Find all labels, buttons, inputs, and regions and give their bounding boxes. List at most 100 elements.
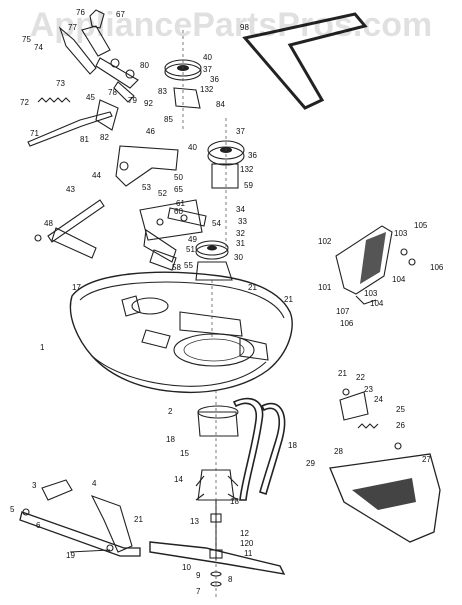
pulley-upper xyxy=(164,30,202,130)
label-34: 34 xyxy=(236,205,245,214)
label-77: 77 xyxy=(68,23,77,32)
label-11: 11 xyxy=(244,549,253,558)
label-37b: 37 xyxy=(236,127,245,136)
label-36b: 36 xyxy=(248,151,257,160)
label-45a: 45 xyxy=(86,93,95,102)
bracket-cluster xyxy=(139,199,207,271)
label-31: 31 xyxy=(236,239,245,248)
label-84: 84 xyxy=(216,100,225,109)
label-29: 29 xyxy=(306,459,315,468)
label-18a: 18 xyxy=(166,435,175,444)
label-78: 78 xyxy=(108,88,117,97)
label-12: 12 xyxy=(240,529,249,538)
label-40b: 40 xyxy=(188,143,197,152)
label-18c: 18 xyxy=(230,497,239,506)
label-3: 3 xyxy=(32,481,37,490)
label-98: 98 xyxy=(240,23,249,32)
label-83: 83 xyxy=(158,87,167,96)
shift-lever-assembly xyxy=(58,9,139,103)
spring-and-rod xyxy=(27,97,119,147)
label-21a: 21 xyxy=(248,283,257,292)
label-107: 107 xyxy=(336,307,350,316)
part-labels: 76 77 67 75 74 73 80 78 79 92 40 37 36 1… xyxy=(10,8,444,596)
label-33: 33 xyxy=(238,217,247,226)
label-25: 25 xyxy=(396,405,405,414)
label-19: 19 xyxy=(66,551,75,560)
label-15: 15 xyxy=(180,449,189,458)
label-65: 65 xyxy=(174,185,183,194)
label-80: 80 xyxy=(140,61,149,70)
label-43: 43 xyxy=(66,185,75,194)
label-132a: 132 xyxy=(200,85,214,94)
label-14: 14 xyxy=(174,475,183,484)
label-82: 82 xyxy=(100,133,109,142)
belt-guard xyxy=(335,225,416,305)
label-103b: 103 xyxy=(364,289,378,298)
label-50: 50 xyxy=(174,173,183,182)
label-26: 26 xyxy=(396,421,405,430)
label-13: 13 xyxy=(190,517,199,526)
label-76: 76 xyxy=(76,8,85,17)
discharge-chute xyxy=(329,388,441,543)
label-106b: 106 xyxy=(340,319,354,328)
label-81: 81 xyxy=(80,135,89,144)
label-28: 28 xyxy=(334,447,343,456)
idler-arm xyxy=(115,145,179,187)
label-67: 67 xyxy=(116,10,125,19)
label-55: 55 xyxy=(184,261,193,270)
label-6: 6 xyxy=(36,521,41,530)
label-101: 101 xyxy=(318,283,332,292)
label-44: 44 xyxy=(92,171,101,180)
deck-belt xyxy=(232,397,286,501)
label-71: 71 xyxy=(30,129,39,138)
label-85: 85 xyxy=(164,115,173,124)
label-59: 59 xyxy=(244,181,253,190)
label-17: 17 xyxy=(72,283,81,292)
label-54: 54 xyxy=(212,219,221,228)
label-2: 2 xyxy=(168,407,173,416)
label-5: 5 xyxy=(10,505,15,514)
label-23: 23 xyxy=(364,385,373,394)
label-21d: 21 xyxy=(134,515,143,524)
label-40a: 40 xyxy=(203,53,212,62)
label-106a: 106 xyxy=(430,263,444,272)
label-4: 4 xyxy=(92,479,97,488)
label-24: 24 xyxy=(374,395,383,404)
label-73: 73 xyxy=(56,79,65,88)
label-74: 74 xyxy=(34,43,43,52)
label-37a: 37 xyxy=(203,65,212,74)
label-102: 102 xyxy=(318,237,332,246)
label-18b: 18 xyxy=(288,441,297,450)
label-72: 72 xyxy=(20,98,29,107)
label-53: 53 xyxy=(142,183,151,192)
label-52: 52 xyxy=(158,189,167,198)
label-105a: 105 xyxy=(414,221,428,230)
spindle-assembly xyxy=(195,390,239,600)
label-104b: 104 xyxy=(370,299,384,308)
label-92: 92 xyxy=(144,99,153,108)
label-104a: 104 xyxy=(392,275,406,284)
label-120: 120 xyxy=(240,539,254,548)
lift-linkage-left xyxy=(19,479,141,557)
mower-deck xyxy=(69,271,293,394)
label-46a: 46 xyxy=(146,127,155,136)
label-51: 51 xyxy=(186,245,195,254)
pulley-middle xyxy=(207,118,245,250)
belt-98-drawing xyxy=(242,12,368,110)
label-30: 30 xyxy=(234,253,243,262)
label-27: 27 xyxy=(422,455,431,464)
label-10: 10 xyxy=(182,563,191,572)
label-75: 75 xyxy=(22,35,31,44)
label-1: 1 xyxy=(40,343,45,352)
label-132b: 132 xyxy=(240,165,254,174)
label-8: 8 xyxy=(228,575,233,584)
label-36a: 36 xyxy=(210,75,219,84)
label-48: 48 xyxy=(44,219,53,228)
label-60: 60 xyxy=(174,207,183,216)
blade xyxy=(149,541,286,575)
label-21c: 21 xyxy=(338,369,347,378)
label-79: 79 xyxy=(128,96,137,105)
label-7: 7 xyxy=(196,587,201,596)
